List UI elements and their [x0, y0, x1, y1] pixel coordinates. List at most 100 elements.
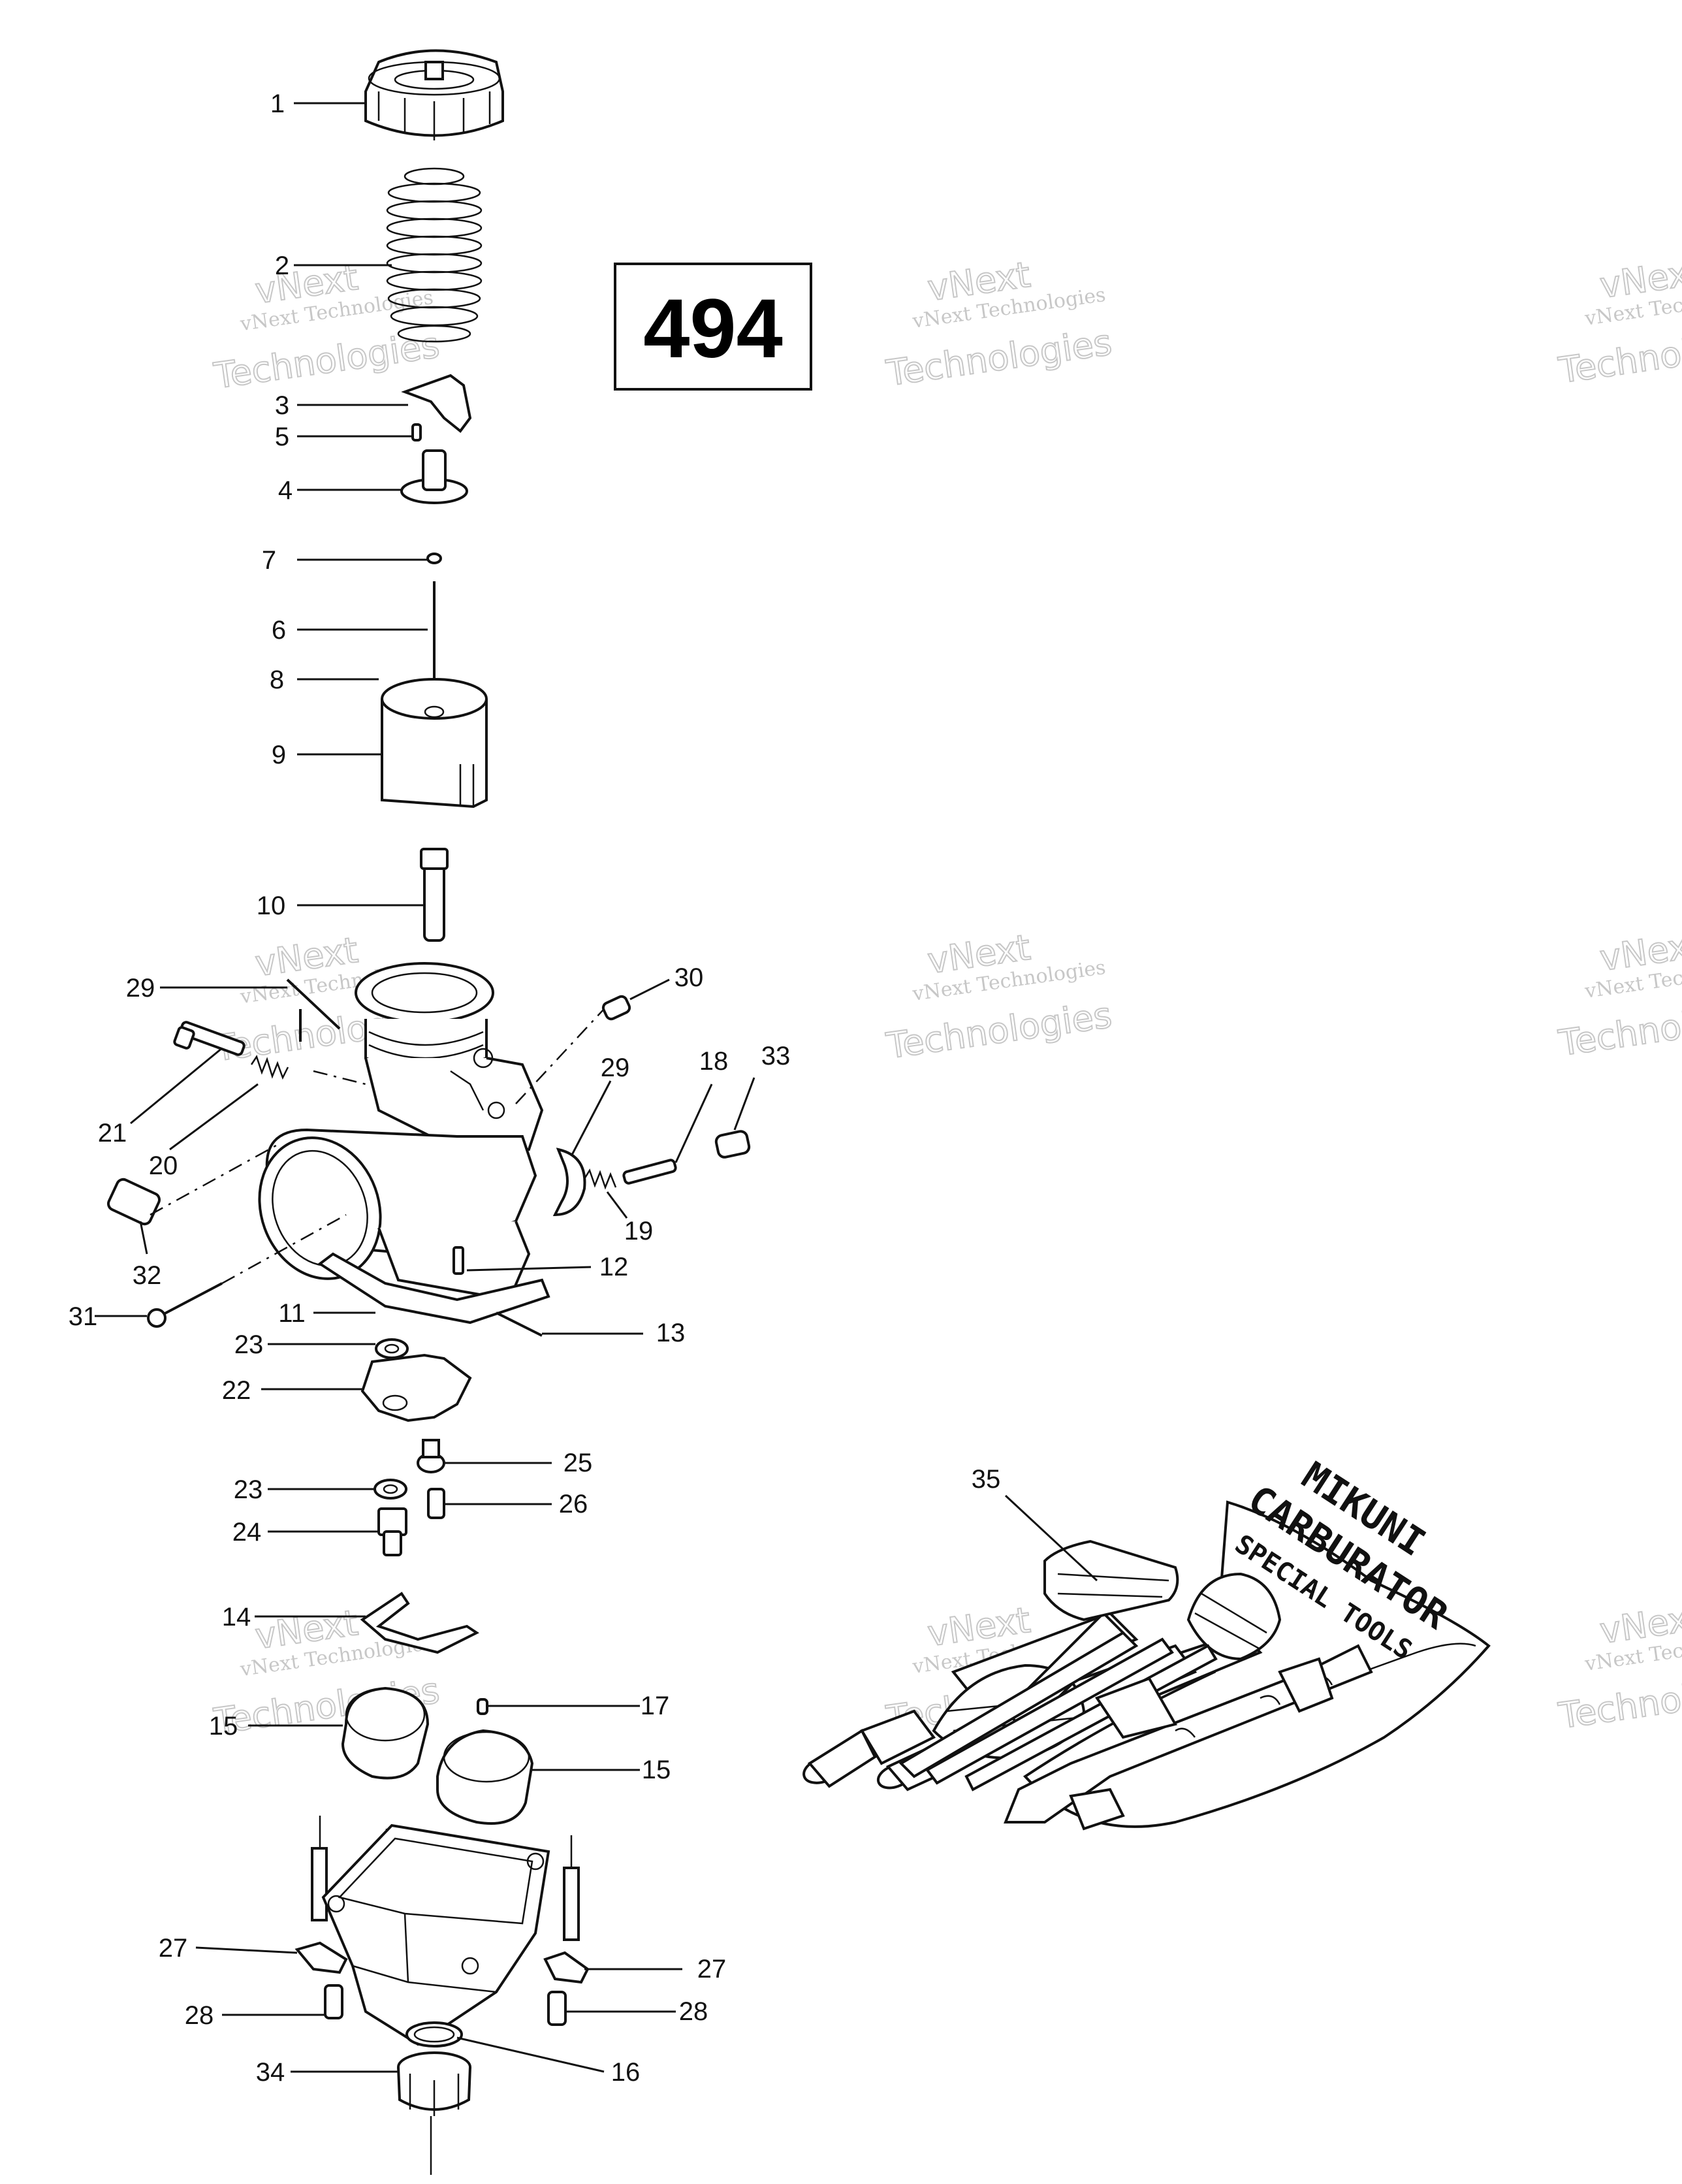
- part-washer-lower: [373, 1479, 407, 1500]
- part-float-right: [436, 1729, 534, 1825]
- part-screw-right: [547, 1991, 567, 2026]
- part-float-arm: [360, 1592, 479, 1654]
- part-cap-right: [714, 1130, 751, 1159]
- svg-text:Technologies: Technologies: [1556, 1664, 1682, 1737]
- part-float-pin: [496, 1311, 543, 1337]
- svg-text:494: 494: [643, 282, 783, 376]
- part-carburetor-body: [258, 962, 544, 1302]
- callout-26: 26: [559, 1490, 588, 1518]
- callout-30: 30: [674, 963, 704, 992]
- callout-11: 11: [278, 1299, 306, 1328]
- watermark: vNext Technologies vNext Technologies: [1555, 251, 1682, 392]
- callout-12: 12: [599, 1253, 629, 1281]
- part-throttle-stop-screw: [173, 1021, 246, 1056]
- part-special-tools-kit: MIKUNI CARBURATOR SPECIAL TOOLS: [802, 1453, 1491, 1831]
- callout-23: 23: [234, 1330, 264, 1359]
- callout-15: 15: [642, 1756, 671, 1784]
- part-small-pin: [411, 423, 422, 442]
- callout-16: 16: [611, 2058, 641, 2087]
- callout-27: 27: [697, 1955, 727, 1983]
- part-stop-screw-spring: [250, 1055, 289, 1080]
- watermark: vNext Technologies vNext Technologies: [211, 256, 443, 397]
- part-ring-right: [552, 1148, 586, 1217]
- callout-31: 31: [69, 1302, 98, 1331]
- watermark: vNext Technologies vNext Technologies: [883, 253, 1115, 394]
- part-bolt-plate-left: [294, 1941, 348, 1974]
- part-pilot-jet: [417, 1439, 445, 1473]
- callout-20: 20: [149, 1151, 178, 1180]
- part-pilot-screw: [452, 1246, 464, 1275]
- svg-text:Technologies: Technologies: [1556, 991, 1682, 1064]
- part-cap: [364, 49, 504, 140]
- callout-33: 33: [761, 1042, 791, 1070]
- callout-21: 21: [98, 1119, 127, 1148]
- part-long-bolt: [147, 1282, 223, 1328]
- part-screw-left: [324, 1984, 343, 2019]
- callout-4: 4: [278, 476, 293, 505]
- part-air-screw: [622, 1159, 677, 1185]
- part-float-gasket: [317, 1252, 550, 1325]
- callout-34: 34: [256, 2058, 285, 2087]
- callout-23: 23: [234, 1475, 263, 1504]
- callout-15: 15: [209, 1712, 238, 1741]
- part-starter-jet: [427, 1488, 445, 1519]
- callout-2: 2: [275, 251, 289, 280]
- callout-29: 29: [126, 974, 155, 1003]
- alignment-line: [221, 1213, 347, 1285]
- alignment-line: [150, 1142, 281, 1216]
- watermark: vNext Technologies vNext Technologies: [1555, 1596, 1682, 1737]
- callout-35: 35: [972, 1465, 1001, 1494]
- callout-6: 6: [272, 616, 286, 645]
- part-washer-upper: [375, 1338, 409, 1359]
- callout-10: 10: [257, 891, 286, 920]
- watermark: vNext Technologies vNext Technologies: [1555, 923, 1682, 1065]
- part-float-bowl: [321, 1823, 550, 2046]
- alignment-line: [515, 1008, 605, 1104]
- part-float-needle: [477, 1698, 488, 1715]
- part-drain-plug: [397, 2051, 471, 2116]
- callout-22: 22: [222, 1376, 251, 1405]
- diagram-number-badge: 494: [614, 263, 812, 391]
- leader-lines: [95, 102, 1098, 2073]
- svg-text:Technologies: Technologies: [1556, 319, 1682, 391]
- watermark: vNext Technologies vNext Technologies: [883, 926, 1115, 1067]
- callout-9: 9: [272, 741, 286, 769]
- part-stud-right: [563, 1867, 580, 1941]
- part-needle-holder: [400, 449, 468, 504]
- part-pin-left: [286, 978, 341, 1042]
- part-sleeve: [107, 1178, 161, 1226]
- callout-13: 13: [656, 1319, 686, 1347]
- callout-17: 17: [641, 1692, 670, 1720]
- callout-14: 14: [222, 1603, 251, 1631]
- callout-7: 7: [262, 546, 276, 575]
- callout-1: 1: [270, 89, 285, 118]
- callout-labels: 1 2 3 5 4 7 6 8 9 10 29 30 29 18 33 21 2…: [69, 89, 1001, 2087]
- callout-3: 3: [275, 391, 289, 420]
- alignment-line: [313, 1070, 366, 1085]
- callout-18: 18: [699, 1047, 729, 1076]
- part-float-left: [341, 1686, 430, 1780]
- callout-28: 28: [679, 1997, 708, 2026]
- part-plug-cap: [601, 995, 631, 1021]
- part-needle-jet: [420, 848, 449, 942]
- callout-24: 24: [232, 1518, 262, 1547]
- callout-19: 19: [624, 1217, 654, 1245]
- part-o-ring: [405, 2021, 463, 2048]
- callout-25: 25: [563, 1449, 593, 1477]
- part-stud-left: [311, 1847, 328, 1921]
- part-main-jet: [377, 1507, 407, 1556]
- part-bolt-plate-right: [543, 1951, 590, 1984]
- part-baffle-plate: [360, 1353, 472, 1422]
- part-spring: [386, 167, 483, 343]
- part-throttle-slide: [381, 678, 488, 809]
- part-e-clip: [426, 553, 442, 564]
- callout-29: 29: [601, 1053, 630, 1082]
- callout-8: 8: [270, 666, 284, 694]
- callout-5: 5: [275, 423, 289, 451]
- part-clip-plate: [401, 374, 472, 433]
- part-air-screw-spring: [583, 1168, 617, 1190]
- callout-28: 28: [185, 2001, 214, 2030]
- callout-32: 32: [133, 1261, 162, 1290]
- callout-27: 27: [159, 1934, 188, 1963]
